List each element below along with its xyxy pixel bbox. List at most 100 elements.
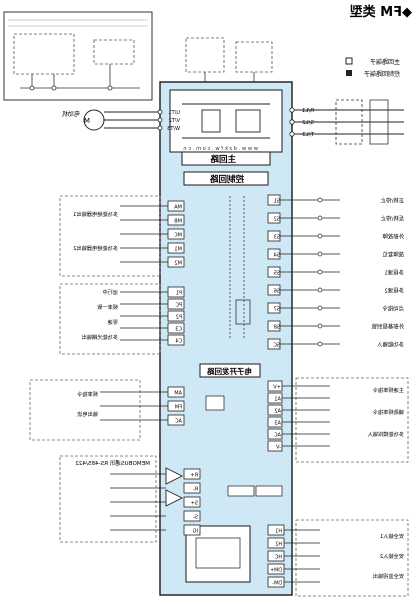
- comm-code: S-: [193, 515, 198, 521]
- internal-wiring: [205, 196, 283, 497]
- comm-section: MEMOBUS通讯 RS-485/422 R+R-S+S-IG: [59, 455, 201, 543]
- terminal-code: W/T3: [167, 126, 180, 132]
- legend-item-main: 主回路端子: [370, 58, 400, 66]
- analog-out-code: AM: [174, 391, 182, 397]
- comm-terminal: [183, 510, 201, 522]
- supply-section: R/L1S/L2T/L3: [289, 99, 404, 145]
- input-code: S3: [274, 235, 280, 241]
- input-code: S1: [274, 199, 280, 205]
- switch-icon: [317, 287, 323, 293]
- terminal-code: S/L2: [302, 120, 314, 126]
- input-terminal: [267, 194, 281, 206]
- legend-item-control: 控制回路端子: [364, 70, 400, 78]
- terminal-dot: [289, 107, 295, 113]
- input-terminal: [267, 284, 281, 296]
- safety-code: DM+: [270, 568, 282, 574]
- main-circuit-label: 主回路: [210, 154, 236, 165]
- input-label: 点动指令: [382, 305, 404, 313]
- pulse-label: 零速: [108, 319, 118, 326]
- input-label: 多功能输入: [376, 341, 404, 349]
- watermark: w w w . d z k f w . c o m . c n: [183, 146, 258, 152]
- analog-out-label: 频率指令: [76, 390, 98, 398]
- input-terminal: [267, 302, 281, 314]
- terminal-code: T/L3: [302, 132, 315, 138]
- input-label: 多段速1: [384, 269, 404, 277]
- input-terminal: [267, 338, 281, 350]
- input-label: 反转/停止: [380, 215, 404, 223]
- analog-in-label: 多功能模拟输入: [368, 430, 404, 438]
- analog-out-label: 输出电流: [77, 410, 98, 418]
- side-label-motor: 电动机: [62, 110, 80, 118]
- legend-swatch-control: [346, 70, 352, 76]
- input-label: 多段速2: [384, 287, 404, 295]
- main-circuit-panel: w w w . d z k f w . c o m . c n 主回路: [169, 89, 283, 166]
- safety-code: DM-: [272, 581, 282, 587]
- comm-terminal: [183, 496, 201, 508]
- safety-code: H2: [275, 542, 282, 548]
- switch-icon: [317, 251, 323, 257]
- pulse-label: 频率一致: [96, 303, 118, 311]
- top-terminals: R/L1S/L2T/L3: [289, 107, 315, 138]
- analog-out-code: FM: [175, 405, 182, 411]
- analog-in-label: 辅助频率指令: [372, 408, 404, 416]
- switch-icon: [317, 323, 323, 329]
- input-code: S8: [274, 325, 280, 331]
- input-code: S4: [274, 253, 280, 259]
- analog-in-label: 主速频率指令: [372, 386, 404, 394]
- motor-label: M: [84, 117, 90, 125]
- expansion-label: 电子开发回路: [207, 366, 252, 376]
- comm-code: S+: [191, 501, 198, 507]
- pulse-code: C4: [175, 339, 182, 345]
- comm-code: R+: [190, 473, 198, 479]
- input-code: SC: [273, 343, 280, 349]
- terminal-dot: [289, 131, 295, 137]
- safety-code: HC: [274, 555, 282, 561]
- comm-label: MEMOBUS通讯 RS-485/422: [75, 459, 150, 467]
- relay-code: M1: [175, 247, 183, 253]
- input-terminal: [267, 212, 281, 224]
- pulse-code: PC: [175, 303, 182, 309]
- header-title: ◆FM 类型: [350, 4, 412, 20]
- relay-code: MB: [174, 219, 182, 225]
- input-label: 正转/停止: [380, 197, 404, 205]
- control-circuit-header: 控制回路: [183, 171, 269, 186]
- terminal-code: R/L1: [302, 108, 314, 114]
- input-terminal: [267, 266, 281, 278]
- relay-code: MA: [174, 205, 182, 211]
- comm-terminal: [183, 524, 201, 536]
- relay-label: 多功能继电器输出1: [73, 210, 118, 218]
- pulse-label: 多功能光耦输出: [82, 333, 118, 341]
- switch-icon: [317, 305, 323, 311]
- terminal-dot: [289, 119, 295, 125]
- input-label: 外部故障: [382, 233, 404, 241]
- terminal-dot: [157, 109, 163, 115]
- pulse-code: P1: [176, 291, 182, 297]
- relay-label: 多功能继电器输出2: [73, 244, 118, 252]
- terminal-dot: [157, 117, 163, 123]
- analog-in-code: AC: [274, 433, 281, 439]
- analog-in-code: A1: [274, 397, 281, 403]
- safety-label: 安全输入2: [380, 552, 404, 560]
- switch-icon: [317, 197, 323, 203]
- pulse-code: P2: [176, 315, 182, 321]
- switch-icon: [317, 269, 323, 275]
- analog-in-code: +V: [273, 385, 281, 391]
- pulse-label: 运行中: [102, 288, 118, 296]
- input-code: S5: [274, 271, 280, 277]
- input-code: S2: [274, 217, 280, 223]
- pulse-code: C3: [175, 327, 182, 333]
- switch-icon: [317, 233, 323, 239]
- input-terminal: [267, 230, 281, 242]
- comparator-icon: [165, 467, 184, 485]
- header: ◆FM 类型 主回路端子 控制回路端子: [345, 4, 412, 78]
- input-label: 故障复位: [382, 251, 404, 259]
- input-terminal: [267, 320, 281, 332]
- safety-code: H1: [275, 529, 282, 535]
- input-code: S7: [274, 307, 280, 313]
- safety-label: 安全监视输出: [373, 572, 404, 580]
- safety-label: 安全输入1: [380, 532, 404, 540]
